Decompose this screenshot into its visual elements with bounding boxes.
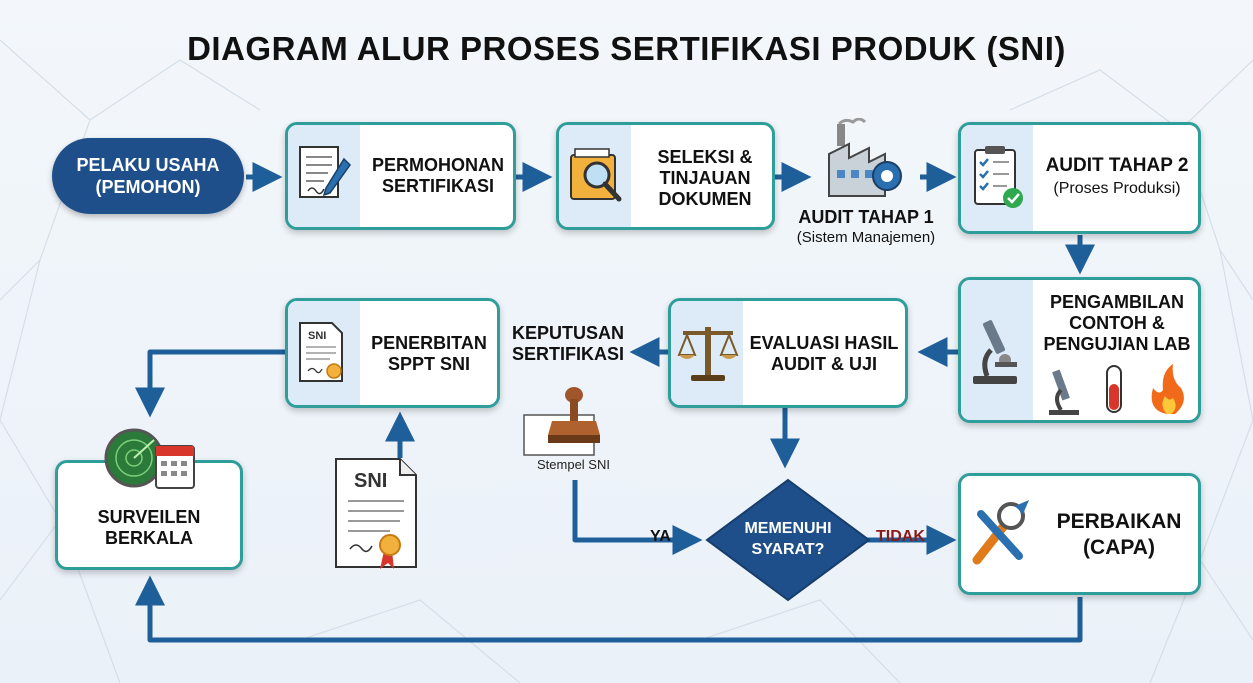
arrow-perbaikan-loop — [135, 575, 1083, 643]
label-tidak: TIDAK — [876, 528, 925, 545]
certificate-image: SNI — [335, 458, 417, 569]
node-seleksi-label: SELEKSI & TINJAUAN DOKUMEN — [657, 147, 753, 209]
node-keputusan: KEPUTUSAN SERTIFIKASI — [511, 323, 624, 364]
decision-diamond — [705, 478, 871, 602]
magnifier-folder-icon — [559, 125, 631, 227]
node-audit2: AUDIT TAHAP 2 (Proses Produksi) — [958, 122, 1201, 234]
factory-gear-icon — [828, 118, 902, 197]
sni-mark: SNI — [308, 330, 326, 342]
node-pemohon-label: PELAKU USAHA (PEMOHON) — [76, 155, 220, 197]
lab-tools-icon — [1049, 364, 1184, 415]
node-evaluasi-label: EVALUASI HASIL AUDIT & UJI — [749, 333, 899, 374]
stamp-label: Stempel SNI — [537, 457, 610, 472]
document-pen-icon — [288, 125, 360, 227]
label-ya: YA — [650, 528, 671, 545]
node-seleksi: SELEKSI & TINJAUAN DOKUMEN — [556, 122, 775, 230]
node-pengambilan: PENGAMBILAN CONTOH & PENGUJIAN LAB — [958, 277, 1201, 423]
node-perbaikan-label: PERBAIKAN (CAPA) — [1056, 510, 1182, 559]
microscope-icon — [961, 280, 1033, 420]
node-pemohon: PELAKU USAHA (PEMOHON) — [52, 138, 244, 214]
arrow-ya — [572, 480, 703, 555]
radar-calendar-icon — [104, 428, 195, 489]
node-permohonan-label: PERMOHONAN SERTIFIKASI — [371, 155, 504, 196]
node-perbaikan: PERBAIKAN (CAPA) — [958, 473, 1201, 595]
node-penerbitan: SNI PENERBITAN SPPT SNI — [285, 298, 500, 408]
certificate-icon: SNI — [288, 301, 360, 405]
node-audit2-sub: (Proses Produksi) — [1053, 180, 1181, 197]
node-evaluasi: EVALUASI HASIL AUDIT & UJI — [668, 298, 908, 408]
wrench-icon — [961, 476, 1033, 592]
node-pengambilan-label: PENGAMBILAN CONTOH & PENGUJIAN LAB — [1043, 292, 1191, 354]
decision-label: MEMENUHI SYARAT? — [744, 520, 832, 558]
scale-icon — [671, 301, 743, 405]
node-audit2-title: AUDIT TAHAP 2 — [1045, 155, 1189, 176]
page-title: DIAGRAM ALUR PROSES SERTIFIKASI PRODUK (… — [187, 30, 1066, 67]
node-permohonan: PERMOHONAN SERTIFIKASI — [285, 122, 516, 230]
stamp-icon — [523, 387, 600, 456]
sni-mark-large: SNI — [354, 470, 387, 492]
node-surveilen-label: SURVEILEN BERKALA — [97, 507, 201, 548]
clipboard-check-icon — [961, 125, 1033, 231]
node-audit1-sub: (Sistem Manajemen) — [796, 229, 936, 246]
arrow-penerbitan-surveilen — [135, 349, 285, 418]
node-penerbitan-label: PENERBITAN SPPT SNI — [371, 333, 487, 374]
node-audit1-title: AUDIT TAHAP 1 — [798, 207, 934, 227]
